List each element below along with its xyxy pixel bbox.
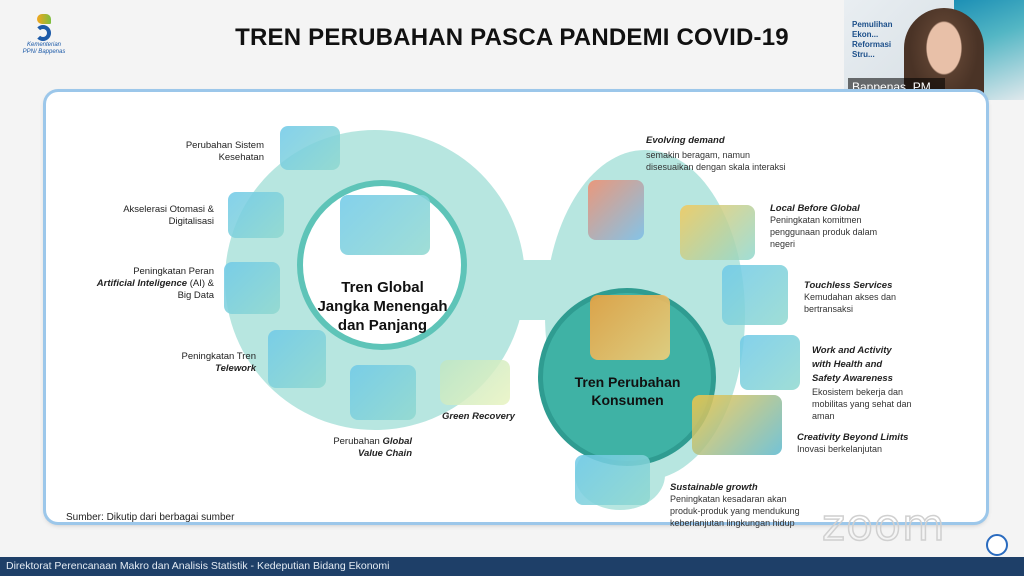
telework-illustration <box>268 330 326 388</box>
label-green-recovery-text: Green Recovery <box>442 411 515 422</box>
item-title: Work and Activity with Health and Safety… <box>812 345 893 384</box>
label-ai-c: (AI) & Big Data <box>177 278 214 301</box>
sustainable-illustration <box>575 455 650 505</box>
label-telework-a: Peningkatan Tren <box>181 351 256 362</box>
left-center-label: Tren Global Jangka Menengah dan Panjang <box>317 279 448 334</box>
item-desc: Peningkatan komitmen penggunaan produk d… <box>770 215 878 249</box>
health-safety-illustration <box>740 335 800 390</box>
item-desc: Peningkatan kesadaran akan produk-produk… <box>670 494 800 528</box>
automation-illustration <box>228 192 284 238</box>
label-health-system: Perubahan Sistem Kesehatan <box>185 140 264 163</box>
consumer-illustration <box>590 295 670 360</box>
item-title: Sustainable growth <box>670 482 758 493</box>
label-vc-c: Value Chain <box>357 448 412 459</box>
zoom-watermark: zoom <box>821 499 946 552</box>
creativity-illustration <box>692 395 782 455</box>
label-green-recovery: Green Recovery <box>442 411 542 423</box>
label-value-chain: Perubahan Global Value Chain <box>300 436 412 460</box>
evolving-demand-illustration <box>588 180 644 240</box>
item-title: Evolving demand <box>646 135 725 146</box>
value-chain-illustration <box>350 365 416 420</box>
green-recovery-illustration <box>440 360 510 405</box>
item-desc: semakin beragam, namun disesuaikan denga… <box>646 150 786 172</box>
emblem-icon <box>986 534 1008 556</box>
label-ai-b: Artificial Inteligence <box>96 278 188 289</box>
health-illustration <box>280 126 340 170</box>
label-automation: Akselerasi Otomasi & Digitalisasi <box>123 204 214 227</box>
label-ai: Peningkatan Peran Artificial Inteligence… <box>90 266 214 302</box>
item-work-activity: Work and Activity with Health and Safety… <box>812 344 912 422</box>
item-desc: Kemudahan akses dan bertransaksi <box>804 292 897 314</box>
label-telework-b: Telework <box>215 363 256 374</box>
global-trend-illustration <box>340 195 430 255</box>
label-vc-b: Global <box>382 436 412 447</box>
label-vc-a: Perubahan <box>333 436 380 447</box>
footer-bar: Direktorat Perencanaan Makro dan Analisi… <box>0 557 1024 576</box>
participant-name: Bappenas_PM... <box>848 78 945 96</box>
slide-title: TREN PERUBAHAN PASCA PANDEMI COVID-19 <box>235 24 789 51</box>
item-desc: Ekosistem bekerja dan mobilitas yang seh… <box>812 387 912 421</box>
participant-video[interactable]: Pemulihan Ekon... Reformasi Stru... Bapp… <box>844 0 1024 100</box>
item-title: Creativity Beyond Limits <box>797 432 909 443</box>
item-desc: Inovasi berkelanjutan <box>797 444 883 454</box>
label-ai-a: Peningkatan Peran <box>133 266 214 277</box>
ai-illustration <box>224 262 280 314</box>
right-center-label: Tren Perubahan Konsumen <box>574 374 681 408</box>
item-evolving-demand: Evolving demand semakin beragam, namun di… <box>646 135 786 173</box>
source-note: Sumber: Dikutip dari berbagai sumber <box>66 512 235 523</box>
item-title: Touchless Services <box>804 280 893 291</box>
item-title: Local Before Global <box>770 203 860 214</box>
logo-text: Kementerian PPN/ Bappenas <box>22 42 66 55</box>
video-slide-text: Pemulihan Ekon... Reformasi Stru... <box>852 20 893 59</box>
label-telework: Peningkatan Tren Telework <box>150 351 256 375</box>
local-illustration <box>680 205 755 260</box>
touchless-illustration <box>722 265 788 325</box>
bappenas-logo: Kementerian PPN/ Bappenas <box>20 14 68 56</box>
